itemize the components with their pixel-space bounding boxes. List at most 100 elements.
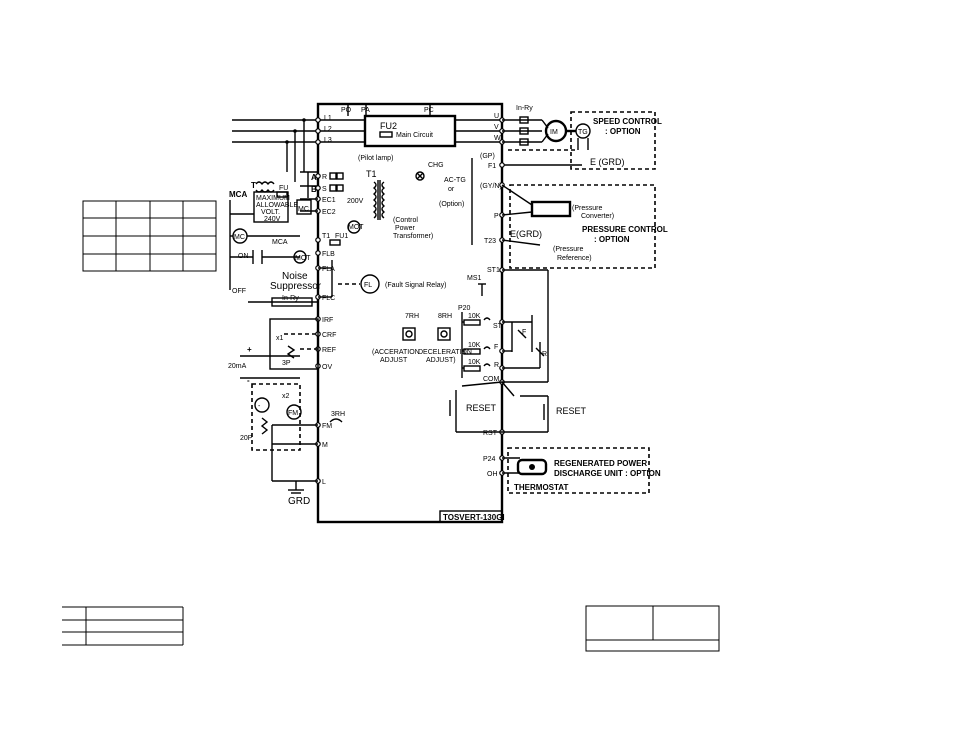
in-ry-output-label: In-Ry — [516, 105, 533, 112]
terminal-b: B — [311, 185, 317, 194]
terminal-com: COM — [483, 376, 500, 383]
mca-label-top: MCA — [229, 190, 247, 199]
accel-pot[interactable] — [402, 327, 416, 341]
speed-control-label-1: SPEED CONTROL — [593, 117, 662, 126]
fault-relay-label: (Fault Signal Relay) — [385, 282, 446, 289]
speed-control-label-2: : OPTION — [605, 127, 641, 136]
terminal-v: V — [494, 124, 499, 131]
terminal-po: PO — [341, 107, 352, 114]
minus-label: - — [247, 376, 250, 385]
mc-label: MC — [298, 206, 309, 213]
terminal-rst: RST — [483, 430, 498, 437]
inverter-body — [316, 102, 504, 524]
model-label: TOSVERT-130GI — [443, 513, 505, 522]
regen-label-2: DISCHARGE UNIT : OPTION — [554, 469, 661, 478]
terminal-ec2: EC2 — [322, 209, 336, 216]
terminal-oh: OH — [487, 471, 498, 478]
regen-option-box — [507, 447, 650, 494]
max-voltage-1: MAXIMUM — [256, 195, 290, 202]
fm-meter-label: FM — [288, 410, 298, 417]
noise-suppressor-1: Noise — [282, 271, 308, 282]
terminal-l: L — [322, 479, 326, 486]
pressure-control-2: : OPTION — [594, 235, 630, 244]
fm-meter — [286, 404, 302, 420]
r-label: R — [494, 362, 499, 369]
fault-relay-fl — [360, 274, 380, 294]
decel-label-2: ADJUST) — [426, 357, 456, 364]
terminal-l2: L2 — [324, 126, 332, 133]
res-1: 10K — [468, 313, 481, 320]
terminal-flc: FLC — [322, 295, 335, 302]
fu1-label: FU1 — [335, 233, 348, 240]
x2-label: x2 — [282, 393, 290, 400]
f-label: F — [494, 344, 498, 351]
terminal-a: A — [311, 173, 317, 182]
bottom-left-table — [62, 606, 184, 646]
motor-label: IM — [550, 129, 558, 136]
terminal-flb: FLB — [322, 251, 335, 258]
terminal-w: W — [494, 135, 501, 142]
model-label-box — [439, 510, 503, 523]
max-voltage-2: ALLOWABLE — [256, 202, 298, 209]
acg-label-3: (Option) — [439, 201, 464, 208]
pressure-converter-1: (Pressure — [572, 205, 602, 212]
terminal-s: S — [322, 186, 327, 193]
acg-label-1: AC-TG — [444, 177, 466, 184]
terminal-st1: ST1 — [487, 267, 500, 274]
accel-label-1: (ACCERATION — [372, 349, 420, 356]
max-voltage-3: VOLT. — [261, 209, 280, 216]
n3p-label: 3P — [282, 360, 291, 367]
terminal-r: R — [322, 174, 327, 181]
ma-label: 20mA — [228, 363, 247, 370]
terminal-crf: CRF — [322, 332, 336, 339]
terminal-irf: IRF — [322, 317, 333, 324]
terminal-ec1: EC1 — [322, 197, 336, 204]
grd-e-label: E (GRD) — [590, 157, 625, 167]
decel-pot[interactable] — [437, 327, 451, 341]
fu2-fuse — [379, 131, 393, 138]
pilot-lamp-label: (Pilot lamp) — [358, 155, 393, 162]
fl-label: FL — [364, 282, 372, 289]
mot-label-2: MOT — [295, 255, 311, 262]
left-table — [82, 200, 217, 272]
max-voltage-4: 240V — [264, 216, 281, 223]
mot-fan — [347, 220, 361, 234]
terminal-m: M — [322, 442, 328, 449]
rh2-label: 8RH — [438, 313, 452, 320]
bottom-right-table — [585, 605, 720, 652]
reset-left-label: RESET — [466, 403, 497, 413]
pressure-converter-2: Converter) — [581, 213, 614, 220]
rh1-label: 7RH — [405, 313, 419, 320]
plus-label: + — [247, 345, 252, 354]
accel-label-2: ADJUST — [380, 357, 408, 364]
terminal-l1: L1 — [324, 115, 332, 122]
terminal-pc: PC — [424, 107, 434, 114]
fu-label: FU — [279, 185, 288, 192]
rh3-label: 3RH — [331, 411, 345, 418]
terminal-fm: FM — [322, 423, 332, 430]
noise-suppressor-2: Suppressor — [270, 281, 322, 292]
terminal-p24: P24 — [483, 456, 496, 463]
terminal-gyn: (GY/N) — [480, 183, 502, 190]
terminal-ov: OV — [322, 364, 332, 371]
pressure-control-option-box — [509, 184, 656, 269]
main-circuit-box — [363, 114, 457, 148]
t-label: T — [251, 181, 256, 190]
regen-label-1: REGENERATED POWER — [554, 459, 647, 468]
egrd-label: E(GRD) — [510, 229, 542, 239]
transformer-label-2: Power — [395, 225, 416, 232]
chg-label: CHG — [428, 162, 444, 169]
mc-coil-label: MC — [234, 234, 245, 241]
speed-control-option-box — [570, 111, 656, 170]
thermostat-box — [516, 458, 548, 476]
pressure-reference-1: (Pressure — [553, 246, 583, 253]
thermostat-label: THERMOSTAT — [514, 483, 568, 492]
pressure-converter — [530, 200, 572, 218]
st-label: ST — [493, 323, 503, 330]
reset-right-label: RESET — [556, 406, 587, 416]
acg-label-2: or — [448, 186, 455, 193]
pressure-reference-2: Reference) — [557, 255, 592, 262]
tacho-label: TG — [578, 129, 588, 136]
chg-lamp — [415, 171, 425, 181]
